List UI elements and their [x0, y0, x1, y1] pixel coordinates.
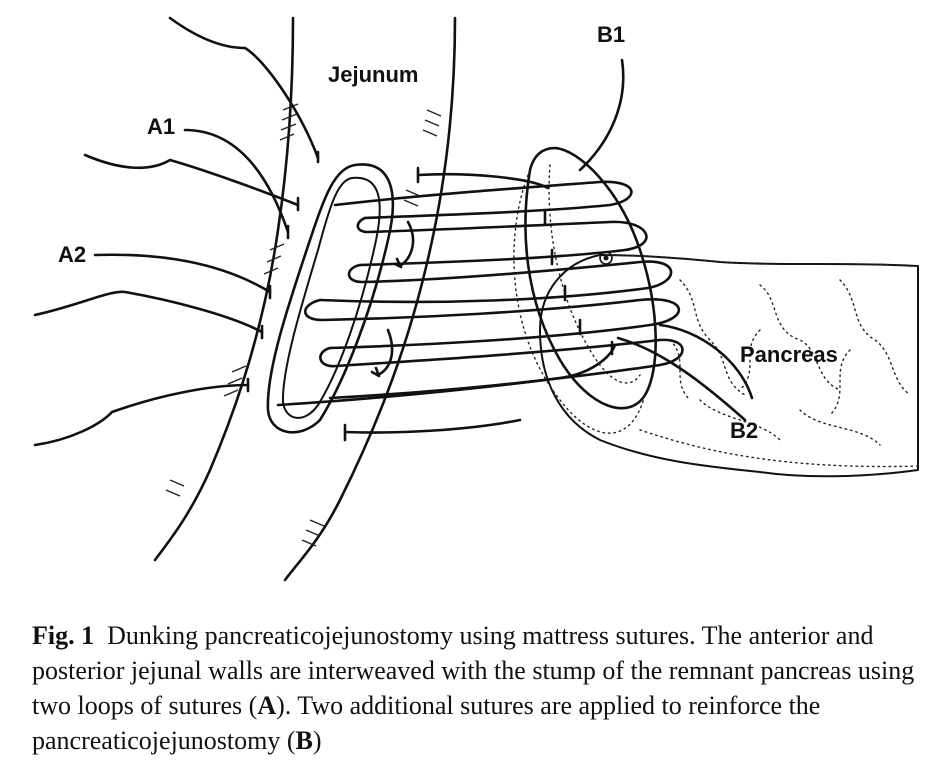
mattress-sutures — [276, 166, 684, 442]
caption-text-1: Dunking pancreaticojejunostomy using mat… — [32, 621, 915, 720]
label-a1: A1 — [147, 114, 175, 139]
label-a2: A2 — [58, 242, 86, 267]
sutures-a — [33, 16, 320, 447]
label-b1: B1 — [597, 22, 625, 47]
label-jejunum: Jejunum — [328, 62, 418, 87]
caption-figure-label: Fig. 1 — [32, 621, 95, 650]
caption-bold-b: B — [295, 726, 313, 755]
caption-text-3: ) — [312, 726, 322, 755]
figure-illustration: Jejunum A1 A2 B1 B2 Pancreas — [33, 16, 919, 582]
diagram-svg: Jejunum A1 A2 B1 B2 Pancreas — [33, 16, 919, 582]
sutures-b — [578, 58, 754, 422]
caption-text-2: ). Two additional sutures are applied to… — [32, 691, 821, 755]
jejunum — [153, 16, 457, 582]
figure-caption: Fig. 1 Dunking pancreaticojejunostomy us… — [32, 618, 922, 758]
jejunum-hatching — [165, 103, 442, 547]
label-pancreas: Pancreas — [740, 342, 838, 367]
label-b2: B2 — [730, 418, 758, 443]
caption-bold-a: A — [257, 691, 277, 720]
